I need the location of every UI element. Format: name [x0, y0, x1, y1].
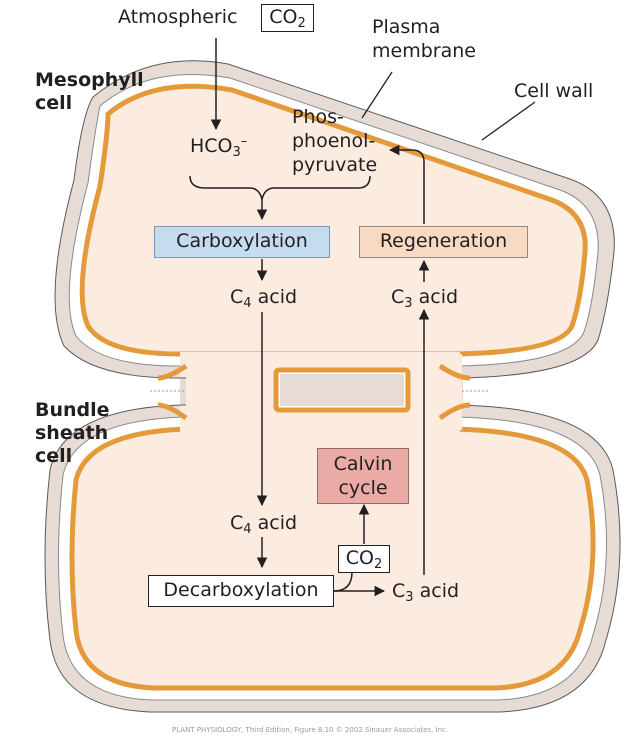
decarboxylation-co2-branch: [333, 571, 353, 592]
bundle-sheath-label-line2: sheath: [35, 422, 109, 444]
carboxylation-box: Carboxylation: [154, 226, 330, 258]
c3-acid-bundle-label: C3 acid: [392, 580, 460, 605]
atmospheric-co2-box: CO2: [261, 4, 314, 32]
c4-acid-bundle-label: C4 acid: [230, 512, 298, 537]
plasma-membrane-label-line2: membrane: [372, 40, 476, 62]
bundle-co2-box: CO2: [338, 545, 390, 573]
pep-label-line2: phoenol-: [292, 130, 376, 152]
bundle-sheath-plasma-membrane: [69, 426, 596, 691]
mesophyll-plasma-membrane: [79, 83, 588, 357]
atmospheric-label: Atmospheric: [118, 6, 238, 28]
bicarbonate-label: HCO3–: [190, 134, 248, 160]
bundle-sheath-label-line1: Bundle: [35, 399, 110, 421]
plasmodesmata: [150, 352, 490, 432]
pep-label-line3: pyruvate: [292, 154, 378, 176]
pep-label-line1: Phos-: [292, 106, 344, 128]
plasma-membrane-pointer: [361, 71, 393, 119]
figure-credit: PLANT PHYSIOLOGY, Third Edition, Figure …: [172, 726, 449, 734]
mesophyll-cell-label-line2: cell: [35, 92, 73, 114]
plasma-membrane-label-line1: Plasma: [372, 16, 441, 38]
bundle-sheath-label-line3: cell: [35, 445, 73, 467]
mesophyll-cell-label-line1: Mesophyll: [35, 69, 144, 91]
c3-acid-mesophyll-label: C3 acid: [391, 286, 459, 311]
c4-acid-mesophyll-label: C4 acid: [230, 286, 298, 311]
arrow-regeneration-to-pep: [388, 144, 425, 224]
decarboxylation-box: Decarboxylation: [148, 575, 334, 607]
cell-wall-label: Cell wall: [514, 80, 594, 102]
cell-wall-pointer: [481, 101, 536, 141]
calvin-cycle-box: Calvin cycle: [317, 448, 409, 504]
regeneration-box: Regeneration: [359, 226, 528, 258]
